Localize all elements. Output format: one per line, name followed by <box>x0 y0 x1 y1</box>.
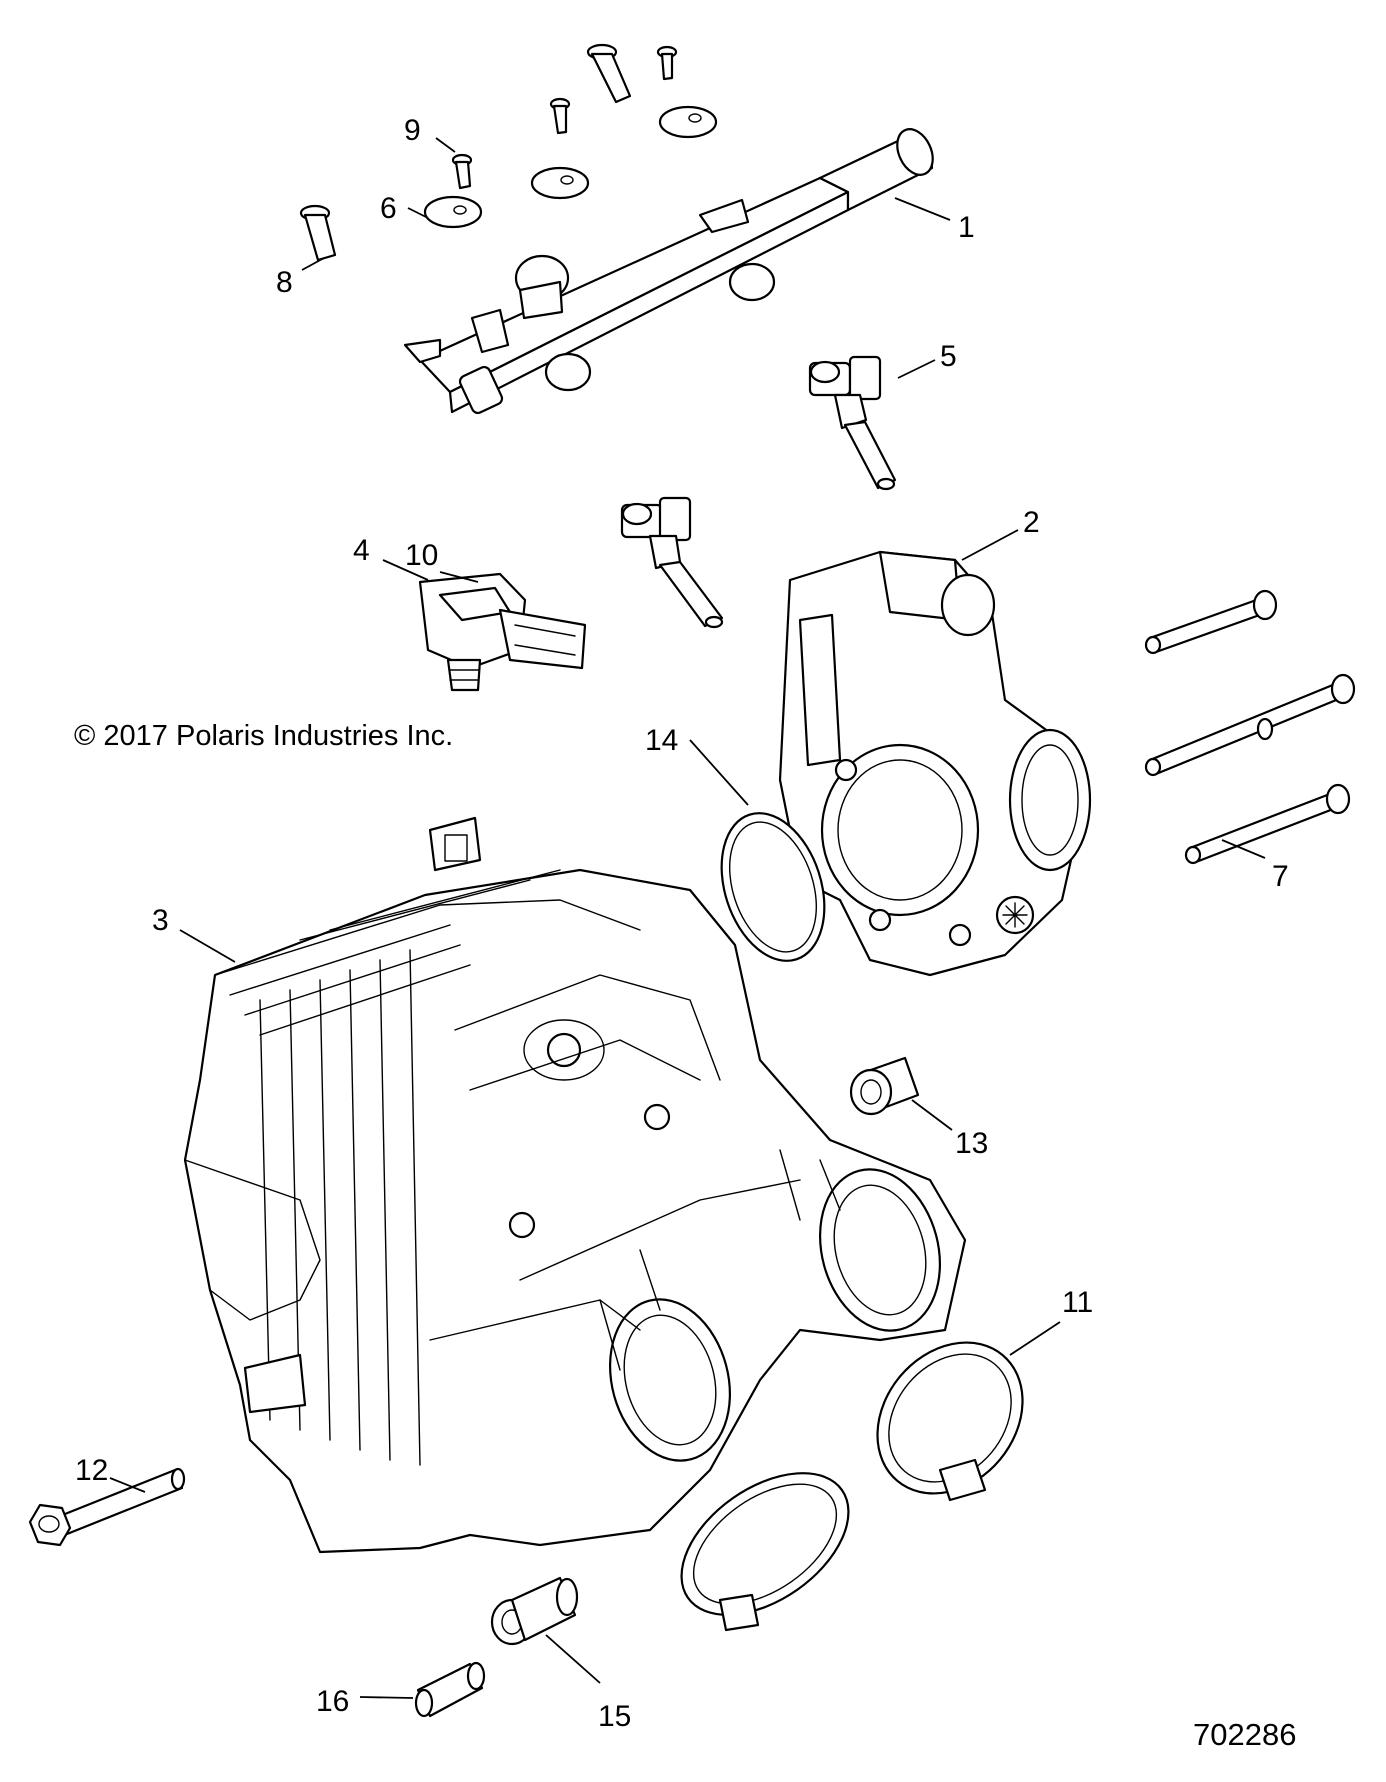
callout-3: 3 <box>152 904 236 963</box>
callout-number: 5 <box>940 340 957 373</box>
callout-6: 6 <box>380 192 429 225</box>
map-sensor-part <box>418 572 587 692</box>
callout-14: 14 <box>645 724 749 806</box>
callout-10: 10 <box>405 539 479 583</box>
callout-7: 7 <box>1221 839 1289 893</box>
fuel-injector-part-2 <box>620 496 724 629</box>
callout-11: 11 <box>1009 1286 1093 1356</box>
callout-15: 15 <box>545 1634 631 1733</box>
callout-8: 8 <box>276 257 325 299</box>
flange-bolt-part <box>28 1467 186 1547</box>
bolt-part <box>1144 589 1356 865</box>
hose-clamp-part <box>680 1341 1024 1632</box>
callout-4: 4 <box>353 534 429 581</box>
callout-number: 1 <box>958 211 975 244</box>
callout-number: 7 <box>1272 860 1289 893</box>
callout-16: 16 <box>316 1685 414 1718</box>
callout-number: 3 <box>152 904 169 937</box>
throttle-body-part <box>778 550 1092 977</box>
copyright-notice: © 2017 Polaris Industries Inc. <box>74 720 454 752</box>
clip-plate-part <box>423 105 718 229</box>
callout-number: 8 <box>276 266 293 299</box>
callout-12: 12 <box>75 1454 146 1493</box>
fuel-injector-part <box>808 355 897 491</box>
callout-number: 14 <box>645 724 678 757</box>
flanged-sleeve-part <box>490 1576 579 1646</box>
callout-9: 9 <box>404 114 456 153</box>
spacer-tube-part <box>414 1661 486 1718</box>
figure-number: 702286 <box>1193 1717 1297 1752</box>
callout-number: 2 <box>1023 506 1040 539</box>
callout-number: 12 <box>75 1454 108 1487</box>
callout-number: 16 <box>316 1685 349 1718</box>
callout-13: 13 <box>911 1099 988 1160</box>
callout-number: 9 <box>404 114 421 147</box>
callout-number: 11 <box>1062 1286 1093 1319</box>
callout-1: 1 <box>894 197 975 244</box>
callout-number: 4 <box>353 534 370 567</box>
bushing-part <box>849 1056 920 1116</box>
callout-number: 13 <box>955 1127 988 1160</box>
gasket-part <box>720 812 826 962</box>
callout-number: 10 <box>405 539 438 572</box>
callout-5: 5 <box>897 340 957 379</box>
callout-number: 6 <box>380 192 397 225</box>
fuel-rail-part <box>403 128 934 415</box>
callout-number: 15 <box>598 1700 631 1733</box>
intake-manifold-part <box>183 816 967 1554</box>
callout-2: 2 <box>961 506 1040 561</box>
